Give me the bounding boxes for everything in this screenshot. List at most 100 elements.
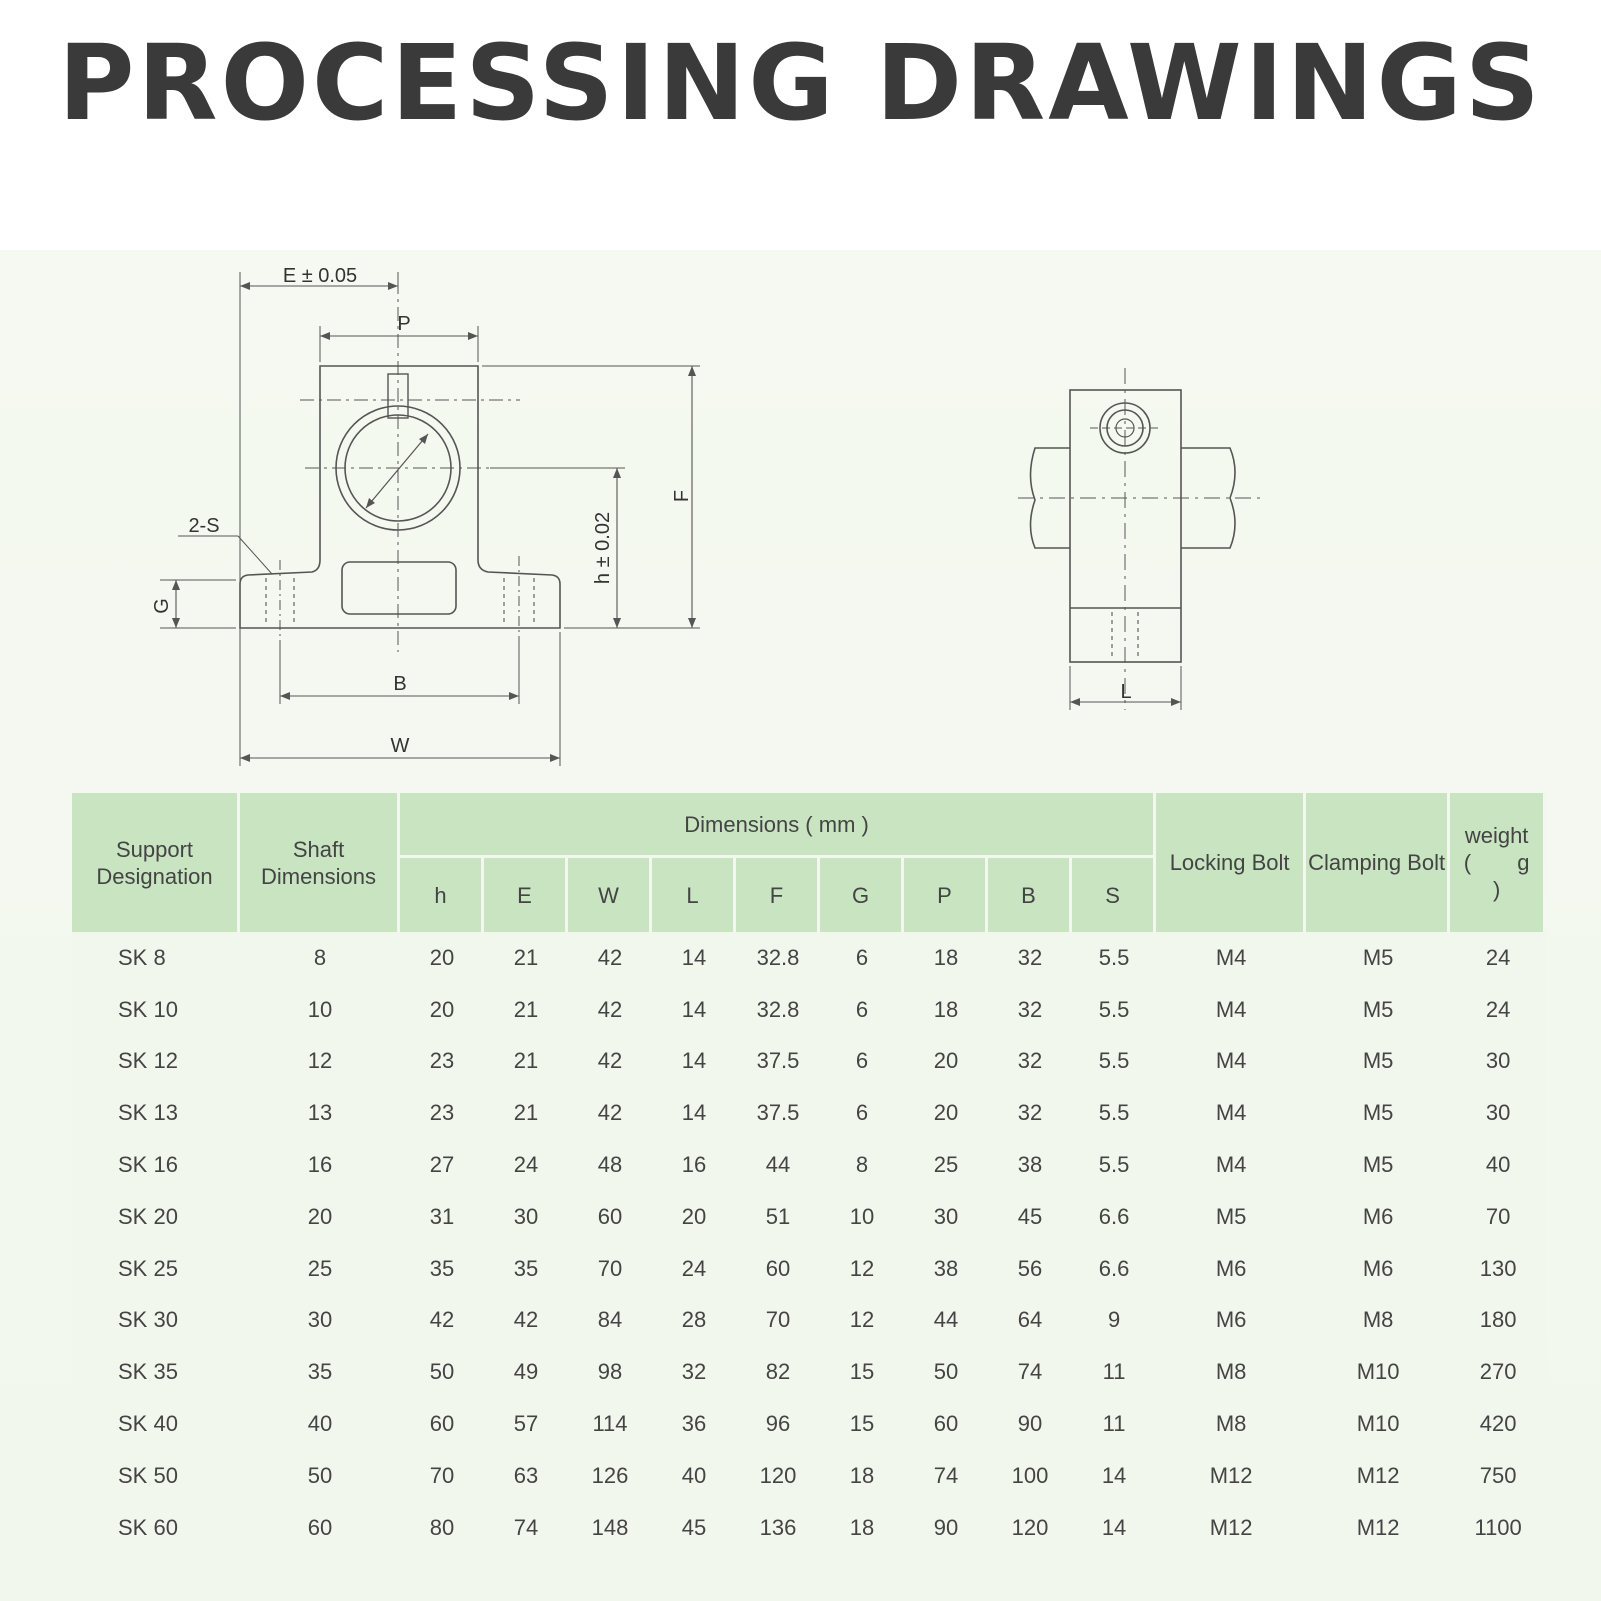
cell-shaft: 25 xyxy=(240,1242,400,1295)
cell-f: 51 xyxy=(736,1190,820,1243)
cell-clamping-bolt: M12 xyxy=(1306,1449,1451,1502)
spec-table: Support Designation Shaft Dimensions Dim… xyxy=(72,793,1547,1554)
label-p: P xyxy=(397,313,410,335)
cell-weight: 750 xyxy=(1450,1449,1547,1502)
cell-weight: 1100 xyxy=(1450,1501,1547,1554)
cell-s: 5.5 xyxy=(1072,1035,1157,1088)
cell-designation: SK 30 xyxy=(72,1294,240,1347)
header-dimensions-group: Dimensions ( mm ) xyxy=(400,793,1157,858)
header-dim-e: E xyxy=(484,858,568,932)
cell-f: 32.8 xyxy=(736,932,820,984)
label-h-tolerance: h ± 0.02 xyxy=(592,512,614,584)
cell-b: 38 xyxy=(988,1139,1072,1191)
cell-h: 60 xyxy=(400,1398,484,1450)
cell-weight: 70 xyxy=(1450,1190,1547,1243)
cell-f: 70 xyxy=(736,1294,820,1347)
cell-g: 18 xyxy=(820,1449,904,1502)
cell-p: 25 xyxy=(904,1139,988,1191)
cell-shaft: 20 xyxy=(240,1190,400,1243)
cell-weight: 270 xyxy=(1450,1346,1547,1399)
cell-w: 42 xyxy=(568,1087,652,1140)
cell-f: 37.5 xyxy=(736,1035,820,1088)
cell-b: 74 xyxy=(988,1346,1072,1399)
cell-e: 30 xyxy=(484,1190,568,1243)
cell-designation: SK 10 xyxy=(72,983,240,1036)
cell-w: 42 xyxy=(568,1035,652,1088)
cell-w: 126 xyxy=(568,1449,652,1502)
cell-h: 35 xyxy=(400,1242,484,1295)
cell-s: 6.6 xyxy=(1072,1242,1157,1295)
header-shaft-dimensions: Shaft Dimensions xyxy=(240,793,400,932)
cell-weight: 40 xyxy=(1450,1139,1547,1191)
cell-l: 45 xyxy=(652,1501,736,1554)
cell-l: 32 xyxy=(652,1346,736,1399)
header-locking-bolt: Locking Bolt xyxy=(1156,793,1307,932)
front-view-drawing: E ± 0.05 P F h ± 0.02 2-S G B W xyxy=(151,265,700,766)
cell-locking-bolt: M4 xyxy=(1156,1139,1307,1191)
cell-clamping-bolt: M12 xyxy=(1306,1501,1451,1554)
header-dim-f: F xyxy=(736,858,820,932)
label-b: B xyxy=(393,673,406,695)
cell-w: 48 xyxy=(568,1139,652,1191)
cell-s: 6.6 xyxy=(1072,1190,1157,1243)
cell-g: 6 xyxy=(820,932,904,984)
cell-e: 21 xyxy=(484,1087,568,1140)
cell-clamping-bolt: M8 xyxy=(1306,1294,1451,1347)
cell-l: 16 xyxy=(652,1139,736,1191)
cell-e: 63 xyxy=(484,1449,568,1502)
cell-designation: SK 20 xyxy=(72,1190,240,1243)
cell-p: 90 xyxy=(904,1501,988,1554)
label-l: L xyxy=(1120,681,1131,703)
cell-clamping-bolt: M5 xyxy=(1306,1139,1451,1191)
cell-locking-bolt: M8 xyxy=(1156,1398,1307,1450)
cell-h: 20 xyxy=(400,932,484,984)
cell-s: 14 xyxy=(1072,1449,1157,1502)
cell-e: 42 xyxy=(484,1294,568,1347)
cell-f: 136 xyxy=(736,1501,820,1554)
cell-weight: 24 xyxy=(1450,932,1547,984)
cell-clamping-bolt: M10 xyxy=(1306,1398,1451,1450)
cell-designation: SK 8 xyxy=(72,932,240,984)
cell-l: 20 xyxy=(652,1190,736,1243)
cell-f: 82 xyxy=(736,1346,820,1399)
cell-w: 98 xyxy=(568,1346,652,1399)
cell-l: 36 xyxy=(652,1398,736,1450)
cell-l: 14 xyxy=(652,932,736,984)
cell-designation: SK 50 xyxy=(72,1449,240,1502)
cell-designation: SK 25 xyxy=(72,1242,240,1295)
cell-w: 70 xyxy=(568,1242,652,1295)
cell-w: 42 xyxy=(568,932,652,984)
header-row-top: Support Designation Shaft Dimensions Dim… xyxy=(72,793,1547,932)
cell-designation: SK 60 xyxy=(72,1501,240,1554)
cell-f: 120 xyxy=(736,1449,820,1502)
cell-clamping-bolt: M5 xyxy=(1306,983,1451,1036)
cell-shaft: 35 xyxy=(240,1346,400,1399)
header-dim-l: L xyxy=(652,858,736,932)
cell-s: 5.5 xyxy=(1072,932,1157,984)
cell-e: 49 xyxy=(484,1346,568,1399)
cell-l: 28 xyxy=(652,1294,736,1347)
cell-w: 114 xyxy=(568,1398,652,1450)
cell-weight: 420 xyxy=(1450,1398,1547,1450)
cell-s: 5.5 xyxy=(1072,1139,1157,1191)
cell-locking-bolt: M4 xyxy=(1156,983,1307,1036)
cell-shaft: 10 xyxy=(240,983,400,1036)
cell-h: 80 xyxy=(400,1501,484,1554)
cell-shaft: 60 xyxy=(240,1501,400,1554)
cell-shaft: 8 xyxy=(240,932,400,984)
cell-e: 21 xyxy=(484,983,568,1036)
cell-clamping-bolt: M10 xyxy=(1306,1346,1451,1399)
cell-l: 24 xyxy=(652,1242,736,1295)
cell-b: 32 xyxy=(988,983,1072,1036)
cell-locking-bolt: M12 xyxy=(1156,1501,1307,1554)
cell-h: 23 xyxy=(400,1087,484,1140)
cell-p: 20 xyxy=(904,1035,988,1088)
cell-b: 120 xyxy=(988,1501,1072,1554)
cell-locking-bolt: M12 xyxy=(1156,1449,1307,1502)
cell-g: 10 xyxy=(820,1190,904,1243)
